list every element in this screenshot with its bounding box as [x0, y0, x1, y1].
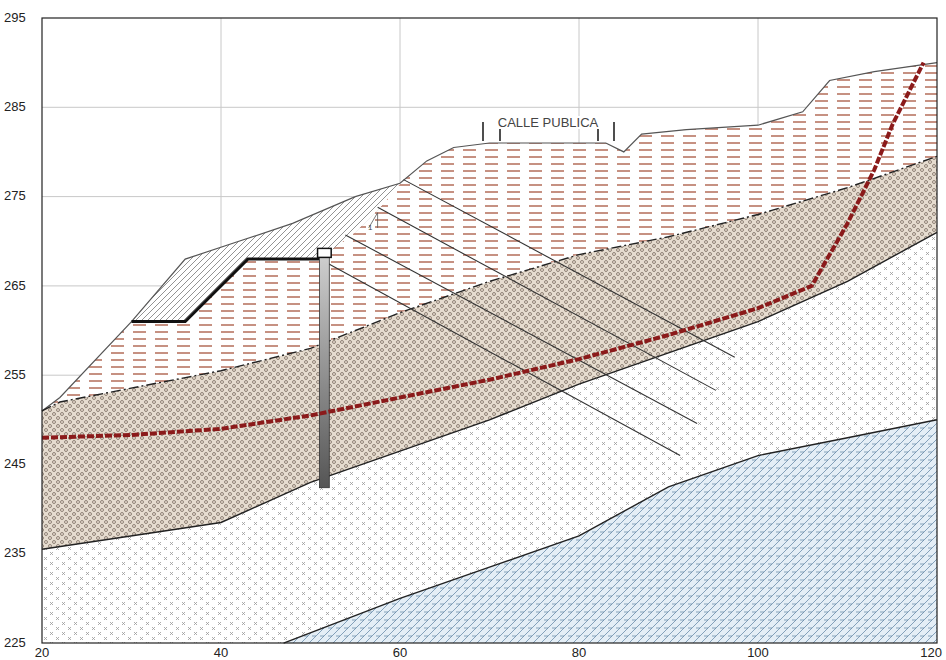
- pile: [319, 255, 329, 488]
- axis-tick-label: 275: [4, 189, 26, 202]
- slope-label: 1: [368, 224, 372, 232]
- layer-boundary: [42, 156, 937, 411]
- backfill-zone: [132, 173, 409, 321]
- grid-line: [42, 107, 937, 108]
- anchor-line: [378, 207, 716, 390]
- pile-head: [318, 248, 332, 257]
- anchor-line: [345, 235, 697, 423]
- street-label: CALLE PUBLICA: [496, 116, 600, 129]
- layer-boundary: [284, 420, 937, 643]
- axis-tick-label: 225: [4, 636, 26, 649]
- axis-tick-label: 80: [572, 646, 586, 659]
- axis-tick-label: 60: [393, 646, 407, 659]
- excavation-line: [132, 259, 320, 322]
- axis-tick-label: 120: [920, 646, 942, 659]
- ground-line: [42, 63, 937, 411]
- frame: [42, 18, 937, 643]
- axis-tick-label: 295: [4, 11, 26, 24]
- axis-tick-label: 245: [4, 457, 26, 470]
- axis-tick-label: 285: [4, 100, 26, 113]
- axis-tick-label: 255: [4, 368, 26, 381]
- axis-tick-label: 265: [4, 279, 26, 292]
- axis-tick-label: 40: [214, 646, 228, 659]
- anchor-line: [325, 262, 680, 456]
- anchors: [325, 180, 735, 456]
- road-tick: [613, 122, 615, 141]
- grid: [42, 18, 937, 643]
- slip-surface: [42, 63, 924, 438]
- layer-boundary: [42, 232, 937, 549]
- road-tick: [482, 122, 484, 141]
- axis-tick-label: 20: [35, 646, 49, 659]
- axis-tick-label: 100: [747, 646, 769, 659]
- axis-tick-label: 235: [4, 546, 26, 559]
- clay-layer: [42, 63, 937, 411]
